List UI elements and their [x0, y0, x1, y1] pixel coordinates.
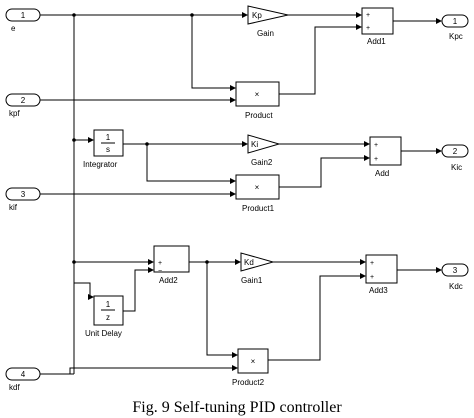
- integrator-numerator: 1: [106, 133, 111, 142]
- gain-kp-symbol: Kp: [252, 11, 262, 20]
- add-sign-2: +: [374, 156, 378, 163]
- add3-block[interactable]: + + Add3: [365, 254, 398, 295]
- product-label: Product: [245, 111, 273, 120]
- outport-1[interactable]: 1 Kpc: [441, 14, 469, 41]
- inport-3[interactable]: 3 kif: [5, 187, 41, 212]
- add3-sign-2: +: [370, 274, 374, 281]
- wire-arrowheads: [88, 12, 442, 371]
- add-label: Add: [375, 169, 389, 178]
- add-block[interactable]: + + Add: [369, 136, 402, 178]
- add1-label: Add1: [367, 37, 386, 46]
- gain-kd-symbol: Kd: [244, 258, 254, 267]
- product1-symbol: ×: [255, 183, 260, 192]
- add1-block[interactable]: + + Add1: [361, 7, 394, 46]
- integrator-label: Integrator: [83, 160, 118, 169]
- add3-label: Add3: [369, 286, 388, 295]
- inport-4-number: 4: [21, 370, 26, 379]
- inport-3-number: 3: [21, 190, 26, 199]
- unit-delay-label: Unit Delay: [85, 329, 122, 338]
- wire-junctions: [72, 13, 209, 264]
- gain-kp-block[interactable]: Kp Gain: [247, 5, 289, 38]
- add-sign-1: +: [374, 142, 378, 149]
- inport-1-label: e: [11, 24, 16, 33]
- outport-2-label: Kic: [451, 163, 462, 172]
- inport-2-number: 2: [21, 96, 26, 105]
- product-symbol: ×: [255, 90, 260, 99]
- outport-2[interactable]: 2 Kic: [441, 144, 469, 172]
- integrator-block[interactable]: 1 s Integrator: [83, 129, 124, 169]
- inport-2[interactable]: 2 kpf: [5, 93, 41, 118]
- inport-4[interactable]: 4 kdf: [5, 367, 41, 392]
- unit-delay-denominator: z: [106, 313, 110, 322]
- inport-1[interactable]: 1 e: [5, 8, 41, 33]
- gain-kd-block[interactable]: Kd Gain1: [240, 252, 275, 285]
- outport-1-label: Kpc: [449, 32, 463, 41]
- outport-2-number: 2: [453, 147, 458, 156]
- add3-sign-1: +: [370, 260, 374, 267]
- product-block[interactable]: × Product: [235, 81, 280, 120]
- product1-label: Product1: [242, 204, 275, 213]
- outport-3-number: 3: [453, 266, 458, 275]
- outport-3[interactable]: 3 Kdc: [441, 263, 469, 291]
- add2-sign-2: −: [158, 268, 162, 275]
- integrator-denominator: s: [106, 145, 110, 154]
- outport-3-label: Kdc: [449, 282, 463, 291]
- gain-ki-label: Gain2: [251, 158, 273, 167]
- inport-1-number: 1: [21, 11, 26, 20]
- gain-kp-label: Gain: [257, 29, 274, 38]
- signal-wires: [40, 14, 436, 375]
- product2-block[interactable]: × Product2: [232, 348, 269, 387]
- add2-sign-1: +: [158, 260, 162, 267]
- gain-kd-label: Gain1: [241, 276, 263, 285]
- add1-sign-1: +: [366, 12, 370, 19]
- unit-delay-numerator: 1: [106, 300, 111, 309]
- product2-label: Product2: [232, 378, 265, 387]
- add2-block[interactable]: + − Add2: [153, 245, 190, 285]
- unit-delay-block[interactable]: 1 z Unit Delay: [85, 295, 124, 338]
- add2-label: Add2: [159, 276, 178, 285]
- inport-2-label: kpf: [9, 109, 20, 118]
- product1-block[interactable]: × Product1: [235, 174, 280, 213]
- inport-4-label: kdf: [9, 383, 20, 392]
- figure-caption: Fig. 9 Self-tuning PID controller: [132, 399, 342, 416]
- inport-3-label: kif: [9, 203, 18, 212]
- gain-ki-block[interactable]: Ki Gain2: [247, 134, 281, 167]
- gain-ki-symbol: Ki: [251, 140, 258, 149]
- outport-1-number: 1: [453, 17, 458, 26]
- add1-sign-2: +: [366, 25, 370, 32]
- product2-symbol: ×: [251, 357, 256, 366]
